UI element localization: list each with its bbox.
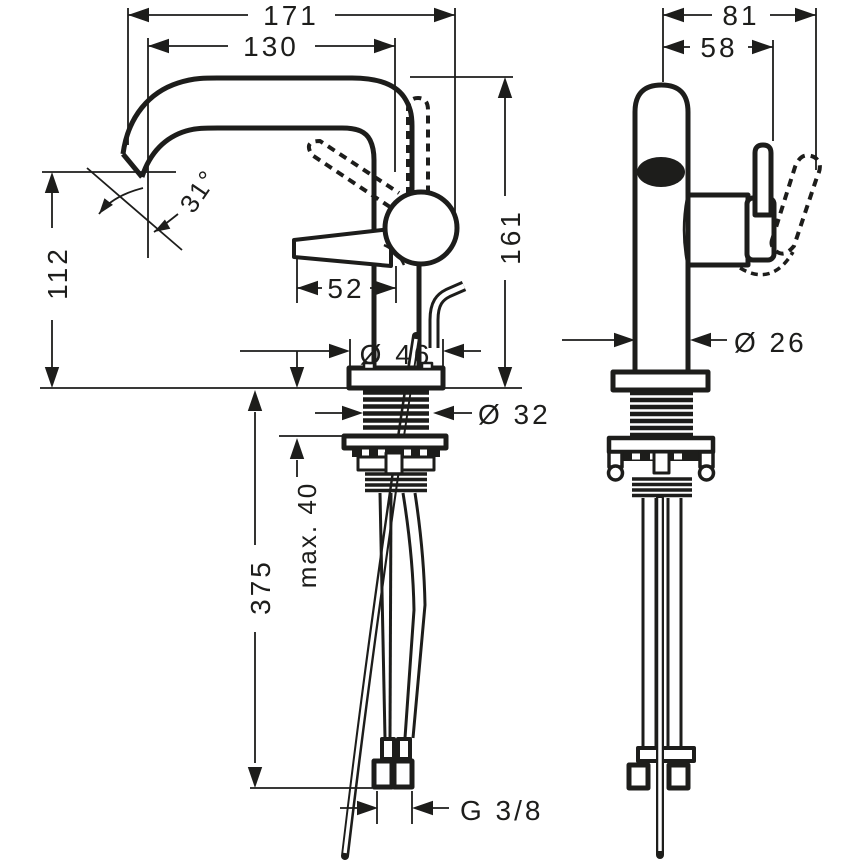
front-mounting-nut [606,435,716,498]
side-view [120,75,467,860]
mounting-washer [341,433,449,451]
spout-reach-total-label: 171 [263,0,319,31]
spout-reach-label: 130 [243,31,299,62]
column-outline [632,82,691,375]
outlet-height-label: 112 [42,246,73,300]
spout-mouth [121,152,144,179]
spout-inner-outline [139,125,377,369]
overall-depth-label: 81 [722,0,759,31]
handle-housing [685,192,751,268]
mounting-nut [352,448,440,493]
lever-position-raised [306,139,401,209]
front-hose-connector [626,746,696,791]
front-flange [610,369,711,393]
hose-connector [371,737,415,790]
handle-knob [382,189,460,267]
hose-length-label: 375 [245,559,276,615]
handle-depth-label: 58 [700,32,737,63]
spout-angle-label: 31° [173,164,223,218]
lever-handle [292,227,393,268]
handle-pin [752,142,774,218]
front-view [606,82,822,859]
knob-shadow-arc [383,243,406,266]
supply-hoses [378,492,427,739]
logo-mark [637,157,685,187]
front-threaded-shank [630,390,693,438]
shank-diameter-label: Ø 32 [478,399,551,430]
base-flange [346,365,446,391]
handle-length-label: 52 [327,273,364,304]
flange-tick-right [420,361,434,371]
handle-sweep-arc [739,251,795,277]
connection-thread-label: G 3/8 [460,795,543,826]
dimension-arrows [44,7,816,816]
max-mounting-thickness-label: max. 40 [292,482,322,589]
total-height-label: 161 [495,209,526,265]
body-diameter-label: Ø 26 [734,327,807,358]
base-diameter-label: Ø 46 [360,339,433,370]
handle-position-open [769,153,822,256]
lever-position-vertical [406,96,430,195]
threaded-shank [363,390,429,430]
flange-tick-left [362,361,376,371]
